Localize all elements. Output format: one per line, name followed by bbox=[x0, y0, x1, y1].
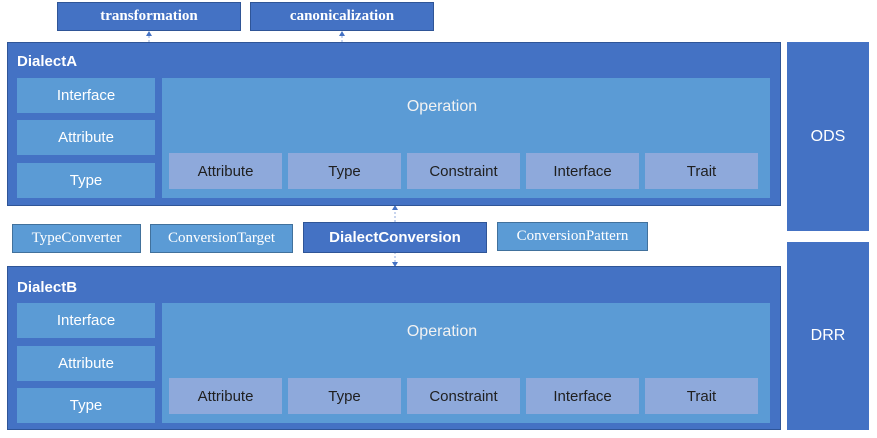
dialect-a-interface: Interface bbox=[17, 78, 155, 113]
dialect-b-type: Type bbox=[17, 388, 155, 423]
dialect-a-title: DialectA bbox=[17, 53, 78, 70]
ods-box: ODS bbox=[787, 42, 869, 231]
dialect-b-op-interface: Interface bbox=[526, 378, 639, 414]
dialect-b-operation-title: Operation bbox=[406, 323, 478, 340]
dialect-b-op-attribute: Attribute bbox=[169, 378, 282, 414]
canonicalization-box: canonicalization bbox=[250, 2, 434, 31]
dialect-conversion-box: DialectConversion bbox=[303, 222, 487, 253]
dialect-b-op-constraint: Constraint bbox=[407, 378, 520, 414]
dialect-b-op-type: Type bbox=[288, 378, 401, 414]
dialect-b-operation: Operation Attribute Type Constraint Inte… bbox=[162, 303, 770, 423]
dialect-b-attribute: Attribute bbox=[17, 346, 155, 381]
dialect-a-operation: Operation Attribute Type Constraint Inte… bbox=[162, 78, 770, 198]
conversion-target-box: ConversionTarget bbox=[150, 224, 293, 253]
canonicalization-label: canonicalization bbox=[289, 8, 395, 24]
drr-box: DRR bbox=[787, 242, 869, 430]
arrowhead-dialect-a bbox=[392, 205, 398, 210]
dialect-b-interface: Interface bbox=[17, 303, 155, 338]
arrowhead-dialect-b bbox=[392, 262, 398, 267]
dialect-a-op-attribute: Attribute bbox=[169, 153, 282, 189]
dialect-a-type: Type bbox=[17, 163, 155, 198]
dialect-b-container: DialectB Interface Attribute Type Operat… bbox=[7, 266, 781, 430]
transformation-box: transformation bbox=[57, 2, 241, 31]
dialect-a-op-trait: Trait bbox=[645, 153, 758, 189]
dialect-b-op-trait: Trait bbox=[645, 378, 758, 414]
arrowhead-transformation bbox=[146, 31, 152, 36]
dialect-a-operation-title: Operation bbox=[406, 98, 478, 115]
dialect-a-op-type: Type bbox=[288, 153, 401, 189]
arrowhead-canonicalization bbox=[339, 31, 345, 36]
dialect-a-op-interface: Interface bbox=[526, 153, 639, 189]
dialect-a-op-constraint: Constraint bbox=[407, 153, 520, 189]
type-converter-box: TypeConverter bbox=[12, 224, 141, 253]
dialect-b-title: DialectB bbox=[17, 279, 78, 296]
dialect-a-container: DialectA Interface Attribute Type Operat… bbox=[7, 42, 781, 206]
dialect-a-attribute: Attribute bbox=[17, 120, 155, 155]
transformation-label: transformation bbox=[100, 8, 198, 24]
conversion-pattern-box: ConversionPattern bbox=[497, 222, 648, 251]
